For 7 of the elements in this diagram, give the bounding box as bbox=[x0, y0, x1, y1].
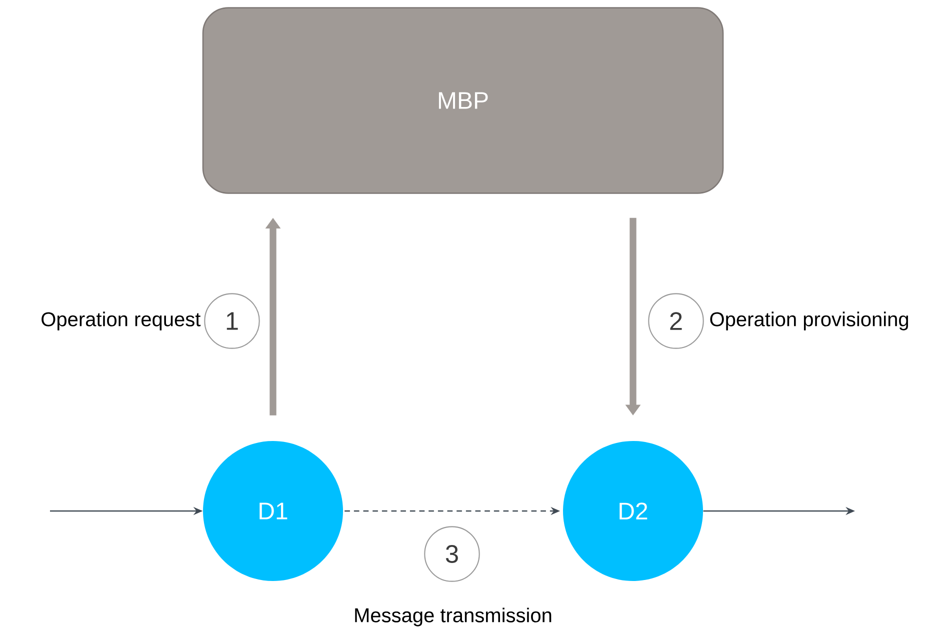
callout-number: 2 bbox=[648, 293, 704, 349]
step-label: Message transmission bbox=[355, 608, 552, 626]
step-label: Operation request bbox=[42, 312, 201, 330]
step-label: Operation provisioning bbox=[710, 312, 908, 330]
callout-number: 1 bbox=[204, 293, 260, 349]
callout-number: 3 bbox=[424, 526, 480, 582]
platform-box: MBP bbox=[202, 7, 724, 194]
